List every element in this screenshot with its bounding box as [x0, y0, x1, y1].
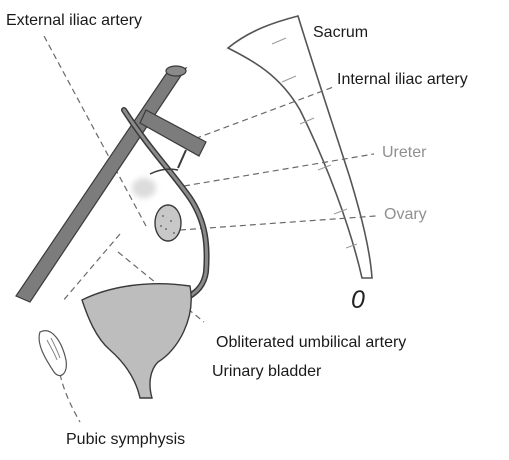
leader-ureter — [184, 154, 374, 186]
pubic-symphysis-shape — [39, 331, 66, 376]
label-marker-zero: 0 — [351, 286, 365, 314]
label-sacrum: Sacrum — [313, 24, 368, 42]
label-pubic-symphysis: Pubic symphysis — [66, 431, 185, 449]
label-urinary-bladder: Urinary bladder — [212, 363, 321, 381]
ovary-shape — [155, 205, 181, 241]
label-ureter: Ureter — [382, 144, 426, 162]
leader-pubic-symphysis — [60, 374, 80, 422]
label-ovary: Ovary — [384, 206, 427, 224]
shadow-smudge — [132, 178, 156, 198]
label-obliterated-umbilical-artery: Obliterated umbilical artery — [216, 334, 406, 352]
internal-iliac-artery-shape — [140, 110, 206, 168]
sacrum-shape — [228, 16, 372, 278]
external-iliac-artery-shape — [16, 66, 186, 302]
leader-internal-iliac-artery — [186, 86, 336, 142]
urinary-bladder-shape — [82, 284, 191, 398]
label-external-iliac-artery: External iliac artery — [6, 12, 142, 30]
label-internal-iliac-artery: Internal iliac artery — [337, 71, 468, 89]
leader-lines — [44, 36, 376, 422]
